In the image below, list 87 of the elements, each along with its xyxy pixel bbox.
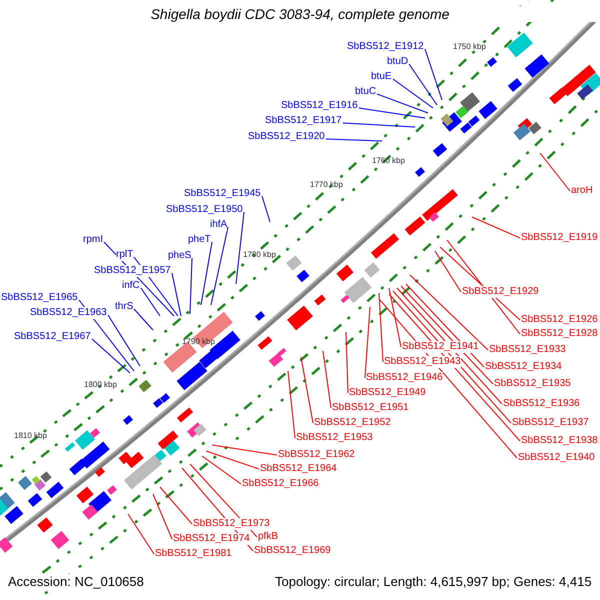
leader-line	[346, 332, 348, 394]
gene-label: rplT	[116, 249, 134, 261]
leader-line	[300, 356, 314, 424]
gene-label: SbBS512_E1950	[166, 204, 243, 216]
scale-label: 1810 kbp	[14, 431, 47, 441]
gene-label: SbBS512_E1974	[173, 533, 250, 545]
gene-label: SbBS512_E1912	[347, 41, 424, 53]
leader-line	[406, 284, 484, 368]
gene-label: SbBS512_E1940	[518, 452, 595, 464]
gene-label: SbBS512_E1943	[384, 356, 461, 368]
gene-label: rpmI	[83, 234, 103, 246]
leader-line	[434, 250, 462, 292]
leader-line	[388, 288, 402, 348]
leader-line	[396, 288, 502, 404]
leader-line	[210, 226, 228, 306]
leader-line	[172, 272, 182, 316]
gene-label: SbBS512_E1917	[265, 115, 342, 127]
gene-label: SbBS512_E1929	[462, 286, 539, 298]
gene-label: SbBS512_E1967	[14, 331, 91, 343]
leader-line	[326, 138, 382, 142]
gene-label: SbBS512_E1949	[349, 387, 426, 399]
leader-line	[206, 450, 260, 470]
leader-line	[400, 286, 494, 384]
leader-line	[392, 78, 434, 108]
leader-line	[128, 514, 154, 554]
leader-line	[212, 444, 278, 456]
leader-line	[322, 350, 332, 408]
gene-label: SbBS512_E1981	[155, 548, 232, 560]
leader-line	[236, 212, 244, 284]
gene-label: SbBS512_E1966	[242, 478, 319, 490]
leader-line	[140, 288, 160, 316]
leader-line	[262, 196, 270, 222]
leader-line	[108, 314, 140, 366]
leader-line	[472, 216, 520, 238]
scale-label: 1770 kbp	[310, 180, 343, 190]
gene-label: SbBS512_E1926	[521, 314, 598, 326]
gene-label: SbBS512_E1936	[503, 398, 580, 410]
leader-line	[424, 48, 442, 100]
leader-line	[288, 370, 296, 438]
leader-line	[446, 240, 520, 334]
gene-label: SbBS512_E1935	[494, 378, 571, 390]
leader-line	[92, 338, 130, 374]
genome-summary-text: Topology: circular; Length: 4,615,997 bp; Genes: 4,415	[275, 574, 592, 589]
gene-label: SbBS512_E1938	[521, 435, 598, 447]
gene-label: SbBS512_E1945	[184, 188, 261, 200]
gene-label: SbBS512_E1973	[193, 518, 270, 530]
gene-label: SbBS512_E1934	[485, 361, 562, 373]
gene-label: SbBS512_E1957	[94, 265, 171, 277]
leader-line	[408, 64, 438, 106]
gene-label: ihfA	[210, 219, 228, 231]
scale-label: 1750 kbp	[453, 42, 486, 52]
gene-label: pheT	[188, 234, 211, 246]
scale-label: 1800 kbp	[84, 380, 117, 390]
leader-line	[364, 306, 370, 378]
leader-line	[152, 494, 172, 540]
leader-line	[410, 274, 488, 350]
gene-label: SbBS512_E1965	[1, 292, 78, 304]
leader-line	[190, 258, 192, 314]
leader-line	[200, 242, 212, 306]
gene-label: SbBS512_E1963	[30, 307, 107, 319]
gene-label: SbBS512_E1916	[281, 100, 358, 112]
gene-label: SbBS512_E1937	[512, 417, 589, 429]
gene-label: SbBS512_E1941	[402, 341, 479, 353]
leader-line	[378, 292, 384, 362]
gene-label: SbBS512_E1919	[521, 232, 598, 244]
scale-label: 1780 kbp	[243, 250, 276, 260]
leader-line	[376, 94, 428, 114]
gene-label: SbBS512_E1920	[248, 131, 325, 143]
gene-label: SbBS512_E1953	[296, 432, 373, 444]
gene-label: SbBS512_E1962	[278, 449, 355, 461]
gene-label: SbBS512_E1933	[489, 344, 566, 356]
leader-line	[134, 308, 154, 330]
leader-line	[342, 122, 416, 128]
gene-label: SbBS512_E1969	[254, 545, 331, 557]
leader-line	[380, 300, 518, 458]
leader-line	[540, 152, 570, 192]
gene-label: pheS	[168, 250, 192, 262]
accession-text: Accession: NC_010658	[8, 574, 144, 589]
gene-label: SbBS512_E1964	[260, 463, 337, 475]
leader-line	[202, 456, 242, 484]
leader-line	[160, 486, 192, 524]
gene-label: SbBS512_E1952	[314, 417, 391, 429]
gene-label: pfkB	[258, 531, 278, 543]
gene-label: SbBS512_E1951	[332, 402, 409, 414]
gene-label: SbBS512_E1928	[521, 328, 598, 340]
gene-label: SbBS512_E1946	[366, 372, 443, 384]
leader-line	[358, 108, 426, 118]
